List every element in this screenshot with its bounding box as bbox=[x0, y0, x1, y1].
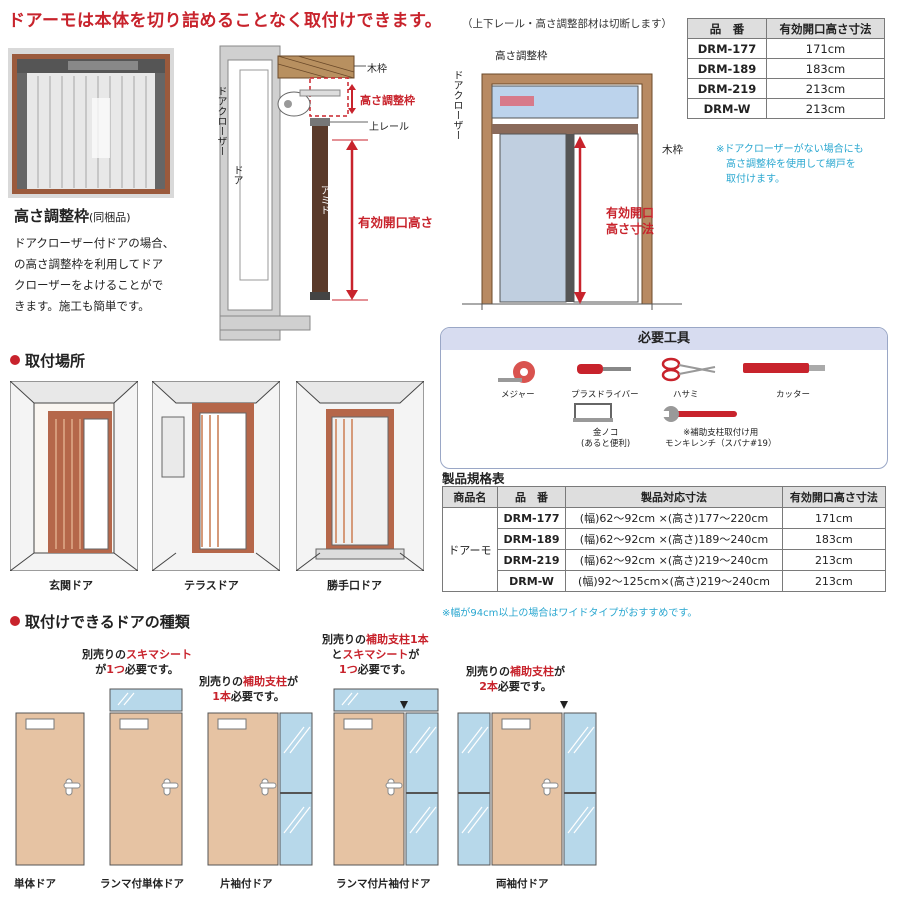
label-opening-height: 有効開口高さ bbox=[358, 215, 434, 230]
place-image-terrace-door bbox=[152, 381, 280, 571]
product-table: 商品名 品 番 製品対応寸法 有効開口高さ寸法 ドアーモ DRM-177 (幅)… bbox=[442, 486, 887, 592]
door-caption-double-side: 両袖付ドア bbox=[496, 878, 549, 890]
label-adjust-frame-2: 高さ調整枠 bbox=[495, 50, 548, 62]
tool-label-cutter: カッター bbox=[776, 390, 811, 400]
door-caption-single: 単体ドア bbox=[14, 878, 56, 890]
table-row: DRM-189 (幅)62～92cm ×(高さ)189～240cm 183cm bbox=[443, 528, 887, 550]
section-title-places: 取付場所 bbox=[10, 350, 85, 371]
label-upper-rail: 上レール bbox=[369, 122, 409, 133]
product-table-title: 製品規格表 bbox=[442, 471, 505, 486]
requirement-support-1: 別売りの補助支柱が 1本必要です。 bbox=[199, 675, 298, 703]
label-door: ドア bbox=[231, 165, 242, 185]
tool-label-saw: 金ノコ(あると便利) bbox=[581, 428, 631, 449]
tool-label-wrench: ※補助支柱取付け用モンキレンチ（スパナ#19） bbox=[665, 428, 777, 449]
place-caption-terrace: テラスドア bbox=[184, 579, 239, 592]
tape-measure-icon bbox=[498, 361, 535, 383]
label-opening-height-2: 有効開口 高さ寸法 bbox=[606, 206, 655, 236]
place-caption-back: 勝手口ドア bbox=[327, 579, 382, 592]
scissors-icon bbox=[661, 357, 716, 382]
cutter-icon bbox=[743, 363, 825, 373]
product-table-note: ※幅が94cm以上の場合はワイドタイプがおすすめです。 bbox=[442, 608, 698, 619]
front-diagram bbox=[462, 73, 682, 310]
photo-title: 高さ調整枠(同梱品) bbox=[14, 207, 131, 225]
place-image-back-door bbox=[296, 381, 424, 571]
wrench-icon bbox=[661, 406, 737, 422]
section-diagram bbox=[219, 45, 368, 341]
table-row: DRM-W (幅)92～125cm×(高さ)219～240cm 213cm bbox=[443, 570, 887, 592]
label-wood-frame-2: 木枠 bbox=[662, 144, 683, 156]
requirement-support-and-sheet: 別売りの補助支柱1本 とスキマシートが 1つ必要です。 bbox=[322, 633, 429, 676]
door-caption-side: 片袖付ドア bbox=[220, 878, 273, 890]
tool-label-screwdriver: プラスドライバー bbox=[571, 390, 639, 400]
screwdriver-icon bbox=[577, 364, 631, 374]
label-door-closer: ドアクローザー bbox=[215, 86, 226, 156]
requirement-gap-sheet: 別売りのスキマシート が1つ必要です。 bbox=[82, 648, 192, 676]
section-title-door-types: 取付けできるドアの種類 bbox=[10, 611, 190, 632]
bullet-icon bbox=[10, 616, 20, 626]
requirement-support-2: 別売りの補助支柱が 2本必要です。 bbox=[466, 665, 565, 693]
cut-note: （上下レール・高さ調整部材は切断します） bbox=[462, 18, 672, 30]
table-row: ドアーモ DRM-177 (幅)62～92cm ×(高さ)177～220cm 1… bbox=[442, 507, 887, 592]
headline: ドアーモは本体を切り詰めることなく取付けできます。 bbox=[8, 11, 443, 31]
door-caption-transom-single: ランマ付単体ドア bbox=[100, 878, 184, 890]
spec-header-code: 品 番 bbox=[687, 18, 767, 39]
table-row: DRM-219 (幅)62～92cm ×(高さ)219～240cm 213cm bbox=[443, 549, 887, 571]
saw-icon bbox=[573, 403, 613, 422]
blue-note: ※ドアクローザーがない場合にも 高さ調整枠を使用して網戸を 取付けます。 bbox=[716, 144, 864, 185]
label-amido: アミド bbox=[318, 185, 329, 215]
tool-label-scissors: ハサミ bbox=[673, 390, 699, 400]
product-name-cell: ドアーモ bbox=[442, 507, 498, 592]
spec-header-height: 有効開口高さ寸法 bbox=[766, 18, 885, 39]
label-door-closer-2: ドアクローザー bbox=[451, 70, 462, 140]
door-type-illustrations bbox=[15, 688, 597, 866]
photo-description: ドアクローザー付ドアの場合、 の高さ調整枠を利用してドア クローザーをよけること… bbox=[14, 236, 175, 313]
tools-panel: 必要工具 メジャー プラスドライバー ハサミ カッター 金ノコ(あると便利) ※… bbox=[440, 327, 888, 469]
label-wood-frame: 木枠 bbox=[367, 64, 387, 75]
height-frame-photo bbox=[8, 48, 174, 198]
bullet-icon bbox=[10, 355, 20, 365]
tool-label-tape: メジャー bbox=[501, 390, 535, 400]
door-caption-transom-side: ランマ付片袖付ドア bbox=[336, 878, 431, 890]
tools-title: 必要工具 bbox=[441, 328, 887, 350]
label-adjust-frame: 高さ調整枠 bbox=[360, 94, 415, 107]
place-caption-front: 玄関ドア bbox=[49, 579, 93, 592]
place-image-front-door bbox=[10, 381, 138, 571]
